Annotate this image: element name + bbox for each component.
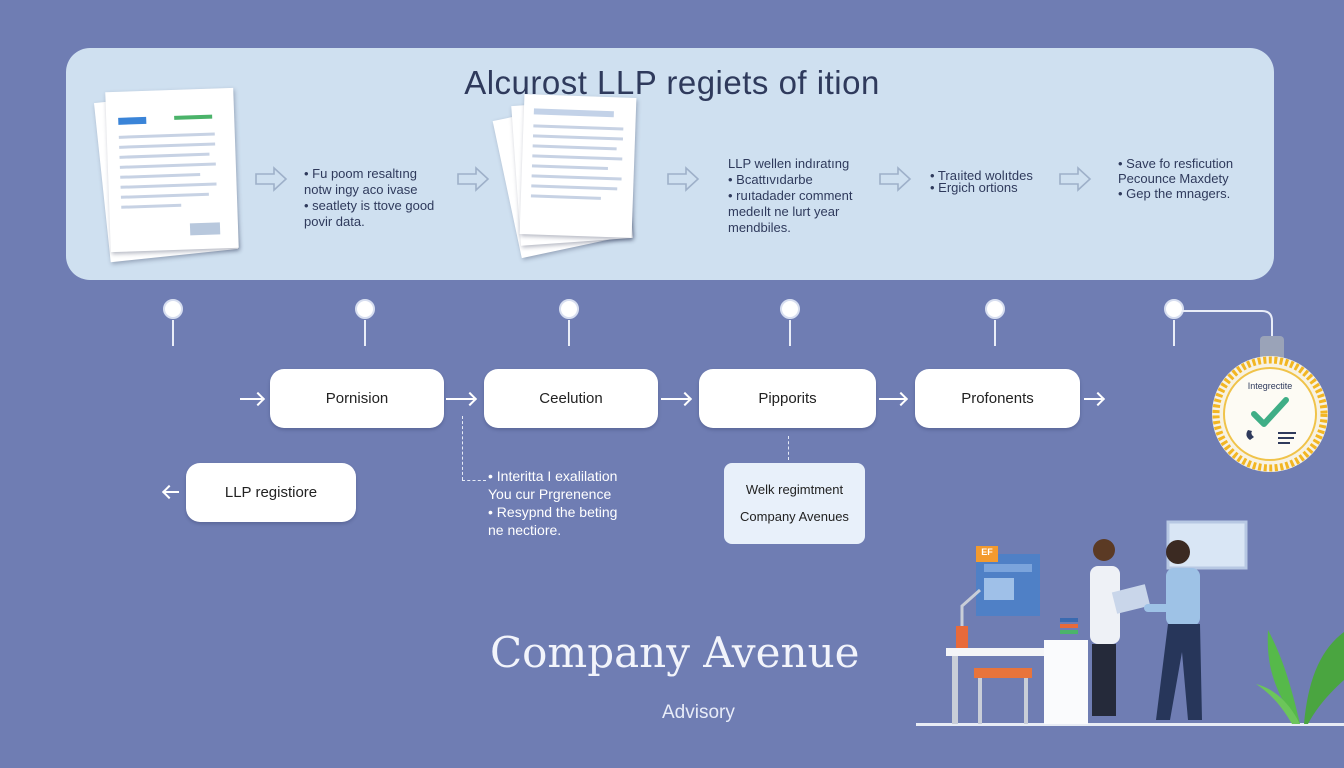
- note-left: • Interitta I exalilation You cur Prgren…: [488, 468, 618, 538]
- arrow-right-icon: [255, 166, 288, 192]
- pin-stem: [172, 320, 174, 346]
- pin-stem: [994, 320, 996, 346]
- timeline-pin: [355, 299, 375, 319]
- pin-stem: [789, 320, 791, 346]
- monitor-tag: EF: [981, 547, 993, 557]
- flow-box-4[interactable]: Profonents: [915, 369, 1080, 428]
- flow-arrow-left: [165, 491, 179, 493]
- badge-clip: [1260, 336, 1284, 358]
- step-text-2: LLP wellen indıratıng • Bcattıvıdarbe• r…: [728, 156, 853, 235]
- step-text-1: • Fu poom resaltıng notw ingy aco ivase•…: [304, 166, 435, 229]
- pin-stem: [364, 320, 366, 346]
- timeline-pin: [1164, 299, 1184, 319]
- arrow-right-icon: [1059, 166, 1092, 192]
- arrow-right-icon: [457, 166, 490, 192]
- pin-stem: [568, 320, 570, 346]
- note-right-line-1: Welk regimtment: [745, 482, 844, 497]
- process-panel: [66, 48, 1274, 280]
- arrow-right-icon: [879, 166, 912, 192]
- flow-arrow: [1084, 398, 1102, 400]
- step-text-3: • Traıited wolıtdes• Ergich ortions: [930, 168, 1033, 195]
- step-text-4: • Save fo resficution Pecounce Maxdety• …: [1118, 156, 1234, 201]
- timeline-pin: [559, 299, 579, 319]
- pin-stem: [1173, 320, 1175, 346]
- flow-arrow: [879, 398, 905, 400]
- flow-arrow: [446, 398, 474, 400]
- flow-arrow: [240, 398, 262, 400]
- document-stack-icon-1: [93, 84, 246, 264]
- badge-connector: [1182, 310, 1273, 342]
- flow-arrow: [661, 398, 689, 400]
- flow-box-left[interactable]: LLP registiore: [186, 463, 356, 522]
- brand-logo: Company Avenue: [490, 628, 860, 677]
- brand-subtitle: Advisory: [662, 702, 735, 723]
- timeline-pin: [780, 299, 800, 319]
- note-right-card: Welk regimtment Company Avenues: [724, 463, 865, 544]
- flow-box-3[interactable]: Pipporits: [699, 369, 876, 428]
- flow-box-2[interactable]: Ceelution: [484, 369, 658, 428]
- timeline-pin: [985, 299, 1005, 319]
- arrow-right-icon: [667, 166, 700, 192]
- document-stack-icon-2: [492, 92, 648, 262]
- office-illustration: [916, 520, 1344, 726]
- dashed-connector: [788, 436, 789, 460]
- note-right-line-2: Company Avenues: [740, 509, 849, 524]
- dashed-connector: [462, 416, 463, 480]
- checkmark-badge-icon: [1212, 356, 1328, 472]
- dashed-connector: [462, 480, 486, 481]
- timeline-pin: [163, 299, 183, 319]
- badge-label: Integrectite: [1247, 381, 1293, 391]
- flow-box-1[interactable]: Pornision: [270, 369, 444, 428]
